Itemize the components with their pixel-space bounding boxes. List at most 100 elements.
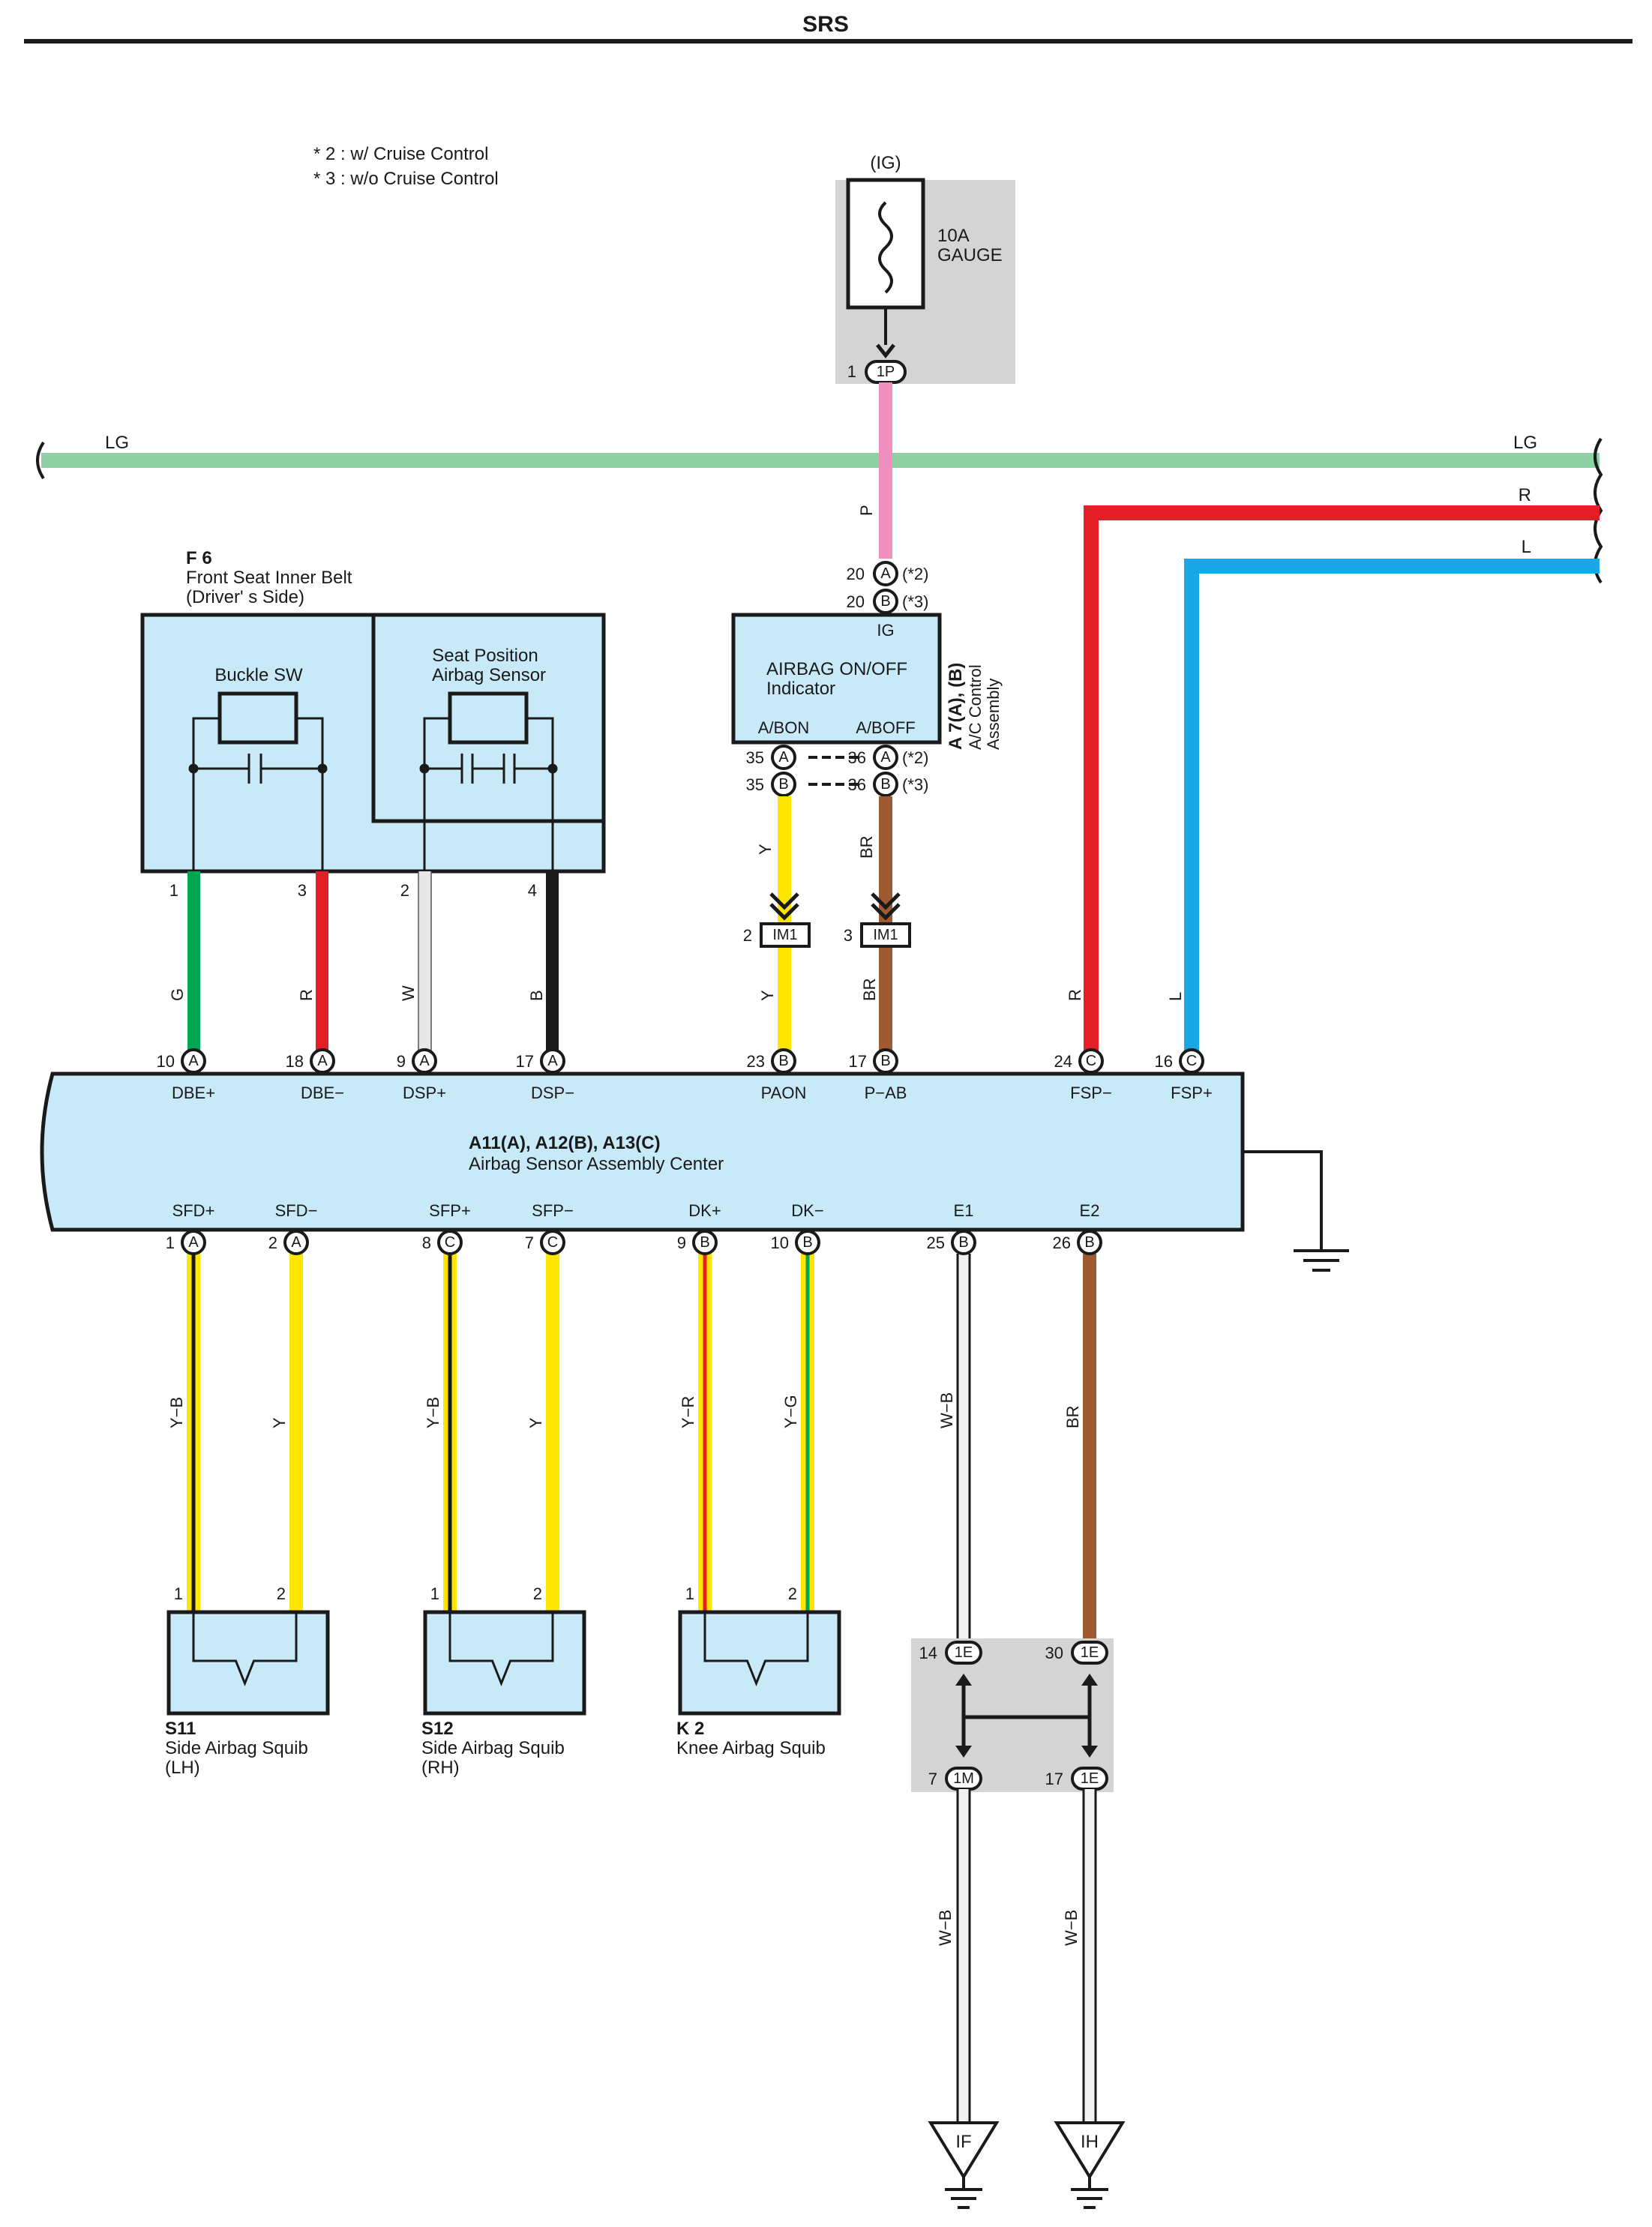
wire-dk- bbox=[698, 1254, 712, 1612]
indicator-pin-20a: 20 bbox=[847, 565, 865, 583]
squib-box bbox=[678, 1610, 841, 1716]
splice-arrow-down-icon bbox=[955, 1746, 1098, 1758]
seat-pin-4: 4 bbox=[528, 881, 537, 900]
seat-position-sensor-icon bbox=[419, 691, 558, 871]
seat-position-label-2: Airbag Sensor bbox=[432, 665, 546, 685]
note-no-cruise: * 3 : w/o Cruise Control bbox=[313, 169, 499, 189]
wire-color-label: G bbox=[168, 988, 187, 1001]
squib-pin-1: 1 bbox=[174, 1584, 183, 1603]
splice-pin-30: 30 bbox=[1045, 1644, 1063, 1662]
wire-color-label: BR bbox=[860, 978, 879, 1001]
ecu-pin-p-ab bbox=[873, 1048, 898, 1074]
ecu-pin-number: 26 bbox=[1053, 1233, 1071, 1252]
ecu-pin-label: SFD− bbox=[275, 1201, 318, 1220]
airbag-sensor-center: A11(A), A12(B), A13(C) Airbag Sensor Ass… bbox=[40, 1072, 1349, 1272]
ground-point-ih: IH bbox=[1054, 2121, 1126, 2209]
ecu-code: A11(A), A12(B), A13(C) bbox=[469, 1133, 661, 1153]
squib-name: Side Airbag Squib bbox=[165, 1738, 308, 1758]
ground-point-if: IF bbox=[928, 2121, 1000, 2209]
im1-pin-br: 3 bbox=[844, 926, 853, 945]
wire-sfp- bbox=[546, 1254, 559, 1612]
wire-color-label: Y bbox=[758, 990, 777, 1001]
wire-color-label: R bbox=[297, 989, 316, 1001]
wire-color-label: Y−B bbox=[424, 1397, 442, 1428]
indicator-note-3-bottom: (*3) bbox=[902, 775, 928, 794]
ecu-pin-dsp- bbox=[540, 1048, 565, 1074]
ecu-pin-sfp- bbox=[437, 1230, 463, 1255]
squib-side: (RH) bbox=[421, 1758, 460, 1778]
ecu-pin-connector: B bbox=[880, 1053, 890, 1069]
splice-arrow-up-icon bbox=[955, 1674, 1098, 1686]
wire-color-label: B bbox=[527, 990, 546, 1001]
squib-icon bbox=[192, 1612, 298, 1687]
seat-position-subbox bbox=[371, 613, 606, 823]
indicator-conn-a-35 bbox=[771, 745, 796, 770]
ecu-pin-connector: A bbox=[188, 1234, 199, 1251]
ecu-pin-fsp- bbox=[1179, 1048, 1204, 1074]
ground-ih-label: IH bbox=[1081, 2132, 1099, 2152]
indicator-conn-a-20-label: A bbox=[880, 565, 891, 582]
ecu-name: Airbag Sensor Assembly Center bbox=[469, 1154, 724, 1174]
ecu-pin-label: SFP− bbox=[532, 1201, 574, 1220]
ecu-bottom-pins: A1SFD+Y−BA2SFD−YC8SFP+Y−BC7SFP−YB9DK+Y−R… bbox=[166, 1201, 1102, 1642]
buckle-switch-icon bbox=[188, 691, 328, 871]
ecu-pin-label: DK− bbox=[791, 1201, 823, 1220]
ecu-pin-connector: B bbox=[958, 1234, 968, 1251]
splice-conn-14 bbox=[945, 1641, 982, 1665]
ecu-pin-connector: B bbox=[802, 1234, 812, 1251]
indicator-code: A 7(A), (B) bbox=[946, 663, 966, 750]
indicator-pin-36b: 36 bbox=[848, 775, 866, 794]
wire-color-label: Y bbox=[270, 1417, 289, 1428]
ecu-pin-sfp- bbox=[540, 1230, 565, 1255]
wire-wb-label-right: W−B bbox=[1062, 1910, 1081, 1946]
ecu-box bbox=[40, 1072, 1245, 1232]
junction-arrow-icon bbox=[769, 892, 799, 921]
indicator-conn-a-36 bbox=[873, 745, 898, 770]
indicator-pin-20b: 20 bbox=[847, 592, 865, 611]
note-cruise: * 2 : w/ Cruise Control bbox=[313, 144, 488, 164]
fuse-ig-label: (IG) bbox=[870, 153, 901, 173]
ecu-pin-number: 10 bbox=[157, 1052, 175, 1071]
ecu-pin-connector: B bbox=[778, 1053, 788, 1069]
indicator-conn-b-20-label: B bbox=[880, 593, 890, 610]
indicator-box bbox=[731, 613, 942, 745]
ecu-pin-number: 2 bbox=[268, 1233, 277, 1252]
ecu-pin-number: 1 bbox=[166, 1233, 175, 1252]
wire-color-label: Y−R bbox=[679, 1396, 697, 1428]
ecu-pin-dbe- bbox=[181, 1048, 206, 1074]
wire-r-dbe bbox=[316, 871, 328, 1054]
ecu-pin-label: FSP+ bbox=[1171, 1084, 1213, 1102]
ecu-pin-dsp- bbox=[412, 1048, 437, 1074]
fuse-gauge: (IG) 10A GAUGE 1 1P bbox=[835, 153, 1015, 384]
ecu-pin-connector: C bbox=[445, 1234, 455, 1251]
squib-icon bbox=[703, 1612, 809, 1687]
ecu-pin-e2 bbox=[1077, 1230, 1102, 1255]
splice-conn-30-label: 1E bbox=[1081, 1644, 1099, 1661]
wire-sfp- bbox=[443, 1254, 457, 1612]
ecu-pin-e1 bbox=[951, 1230, 976, 1255]
ecu-pin-number: 9 bbox=[397, 1052, 406, 1071]
indicator-note-2-bottom: (*2) bbox=[902, 748, 928, 767]
indicator-label-1: AIRBAG ON/OFF bbox=[766, 659, 907, 679]
indicator-note-3-top: (*3) bbox=[902, 592, 928, 611]
indicator-assembly-1: A/C Control bbox=[966, 664, 985, 750]
wire-e1 bbox=[956, 1254, 971, 1642]
lg-bus-label-right: LG bbox=[1513, 433, 1537, 453]
fuse-rating: 10A bbox=[937, 226, 970, 246]
indicator-conn-b-20 bbox=[873, 589, 898, 614]
buckle-sw-label: Buckle SW bbox=[214, 665, 303, 685]
lg-bus-label-left: LG bbox=[105, 433, 129, 453]
im1-label-y: IM1 bbox=[772, 927, 797, 943]
fuse-pin-number: 1 bbox=[847, 362, 856, 381]
indicator-label-2: Indicator bbox=[766, 679, 835, 699]
page-title: SRS bbox=[802, 12, 849, 37]
seat-position-label-1: Seat Position bbox=[432, 646, 538, 666]
ecu-pin-label: DBE+ bbox=[172, 1084, 215, 1102]
ecu-pin-connector: B bbox=[1084, 1234, 1094, 1251]
indicator-pin-36a: 36 bbox=[848, 748, 866, 767]
ground-triangle-icon bbox=[1054, 2121, 1126, 2180]
splice-conn-14-label: 1E bbox=[955, 1644, 973, 1661]
